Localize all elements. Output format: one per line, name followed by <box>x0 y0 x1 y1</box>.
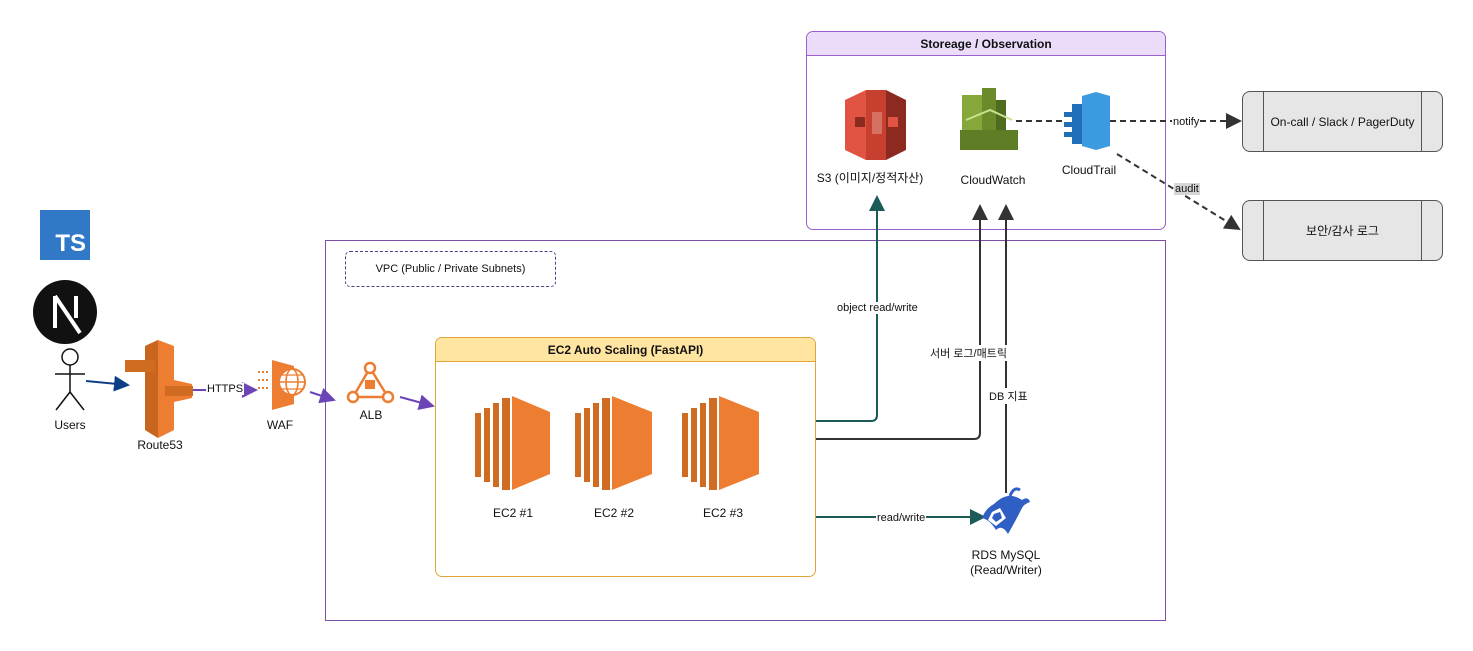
cloudtrail-label: CloudTrail <box>1061 163 1117 177</box>
oncall-box: On-call / Slack / PagerDuty <box>1242 91 1443 152</box>
storage-observation-group: Storeage / Observation <box>806 31 1166 230</box>
ec2-2-label: EC2 #2 <box>593 506 635 520</box>
edge-label-notify: notify <box>1172 116 1201 128</box>
vpc-group <box>325 240 1166 621</box>
edge-users-route53 <box>85 375 130 392</box>
asg-header <box>436 338 815 362</box>
security-log-box: 보안/감사 로그 <box>1242 200 1443 261</box>
oncall-label: On-call / Slack / PagerDuty <box>1270 114 1415 129</box>
edge-label-read-write: read/write <box>876 512 927 524</box>
rds-label-line1: RDS MySQL <box>971 548 1041 562</box>
vpc-label-box: VPC (Public / Private Subnets) <box>345 251 556 287</box>
edge-label-https: HTTPS <box>206 383 245 395</box>
ec2-auto-scaling-group: EC2 Auto Scaling (FastAPI) <box>435 337 816 577</box>
vpc-label: VPC (Public / Private Subnets) <box>375 263 526 275</box>
edge-asg-s3 <box>816 195 885 422</box>
asg-title: EC2 Auto Scaling (FastAPI) <box>547 343 704 357</box>
storage-group-title: Storeage / Observation <box>920 37 1052 51</box>
edge-label-object-rw: object read/write <box>836 302 919 314</box>
typescript-logo: TS <box>40 210 90 260</box>
rds-label-line2: (Read/Writer) <box>970 563 1042 577</box>
storage-group-header <box>807 32 1165 56</box>
cloudwatch-label: CloudWatch <box>960 173 1026 187</box>
ec2-3-label: EC2 #3 <box>702 506 744 520</box>
edge-label-audit: audit <box>1174 183 1200 195</box>
s3-label: S3 (이미지/정적자산) <box>816 171 924 185</box>
waf-label: WAF <box>266 418 294 432</box>
security-log-label: 보안/감사 로그 <box>1306 224 1379 238</box>
edge-waf-alb <box>309 387 336 404</box>
alb-label: ALB <box>359 408 383 422</box>
typescript-logo-text: TS <box>55 230 86 257</box>
edge-label-db-metrics: DB 지표 <box>988 388 1029 404</box>
route53-label: Route53 <box>137 438 183 452</box>
edge-label-server-logs: 서버 로그/매트릭 <box>929 345 1008 361</box>
users-label: Users <box>54 418 86 432</box>
ec2-1-label: EC2 #1 <box>492 506 534 520</box>
edge-asg-cloudwatch <box>816 204 988 440</box>
edge-alb-asg <box>399 394 435 411</box>
